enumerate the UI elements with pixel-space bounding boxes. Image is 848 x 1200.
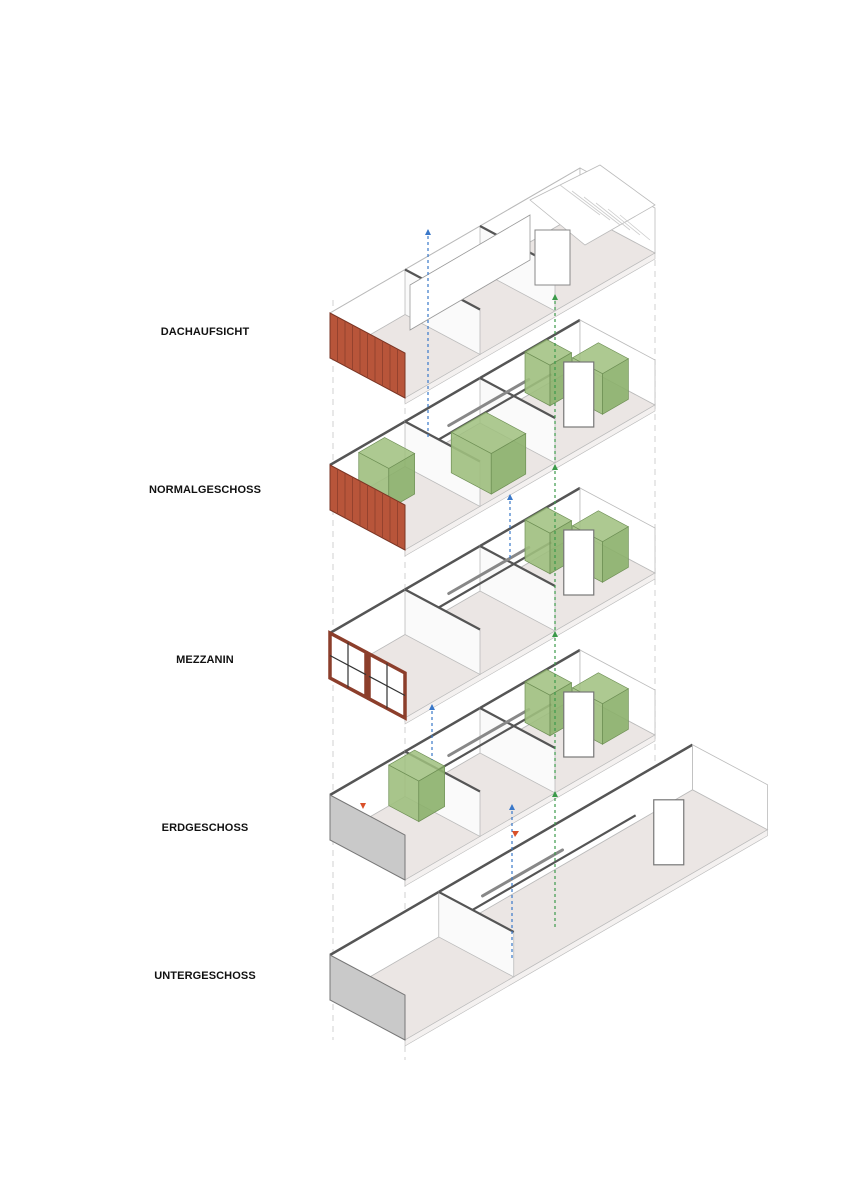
slab-edge (404, 404, 656, 557)
solar-panel-line (595, 202, 631, 231)
green-circulation-axis-arrow-up (552, 294, 558, 300)
end-wall (692, 744, 768, 831)
green-circulation-axis-arrow-up (552, 791, 558, 797)
solar-panel-line (571, 190, 611, 221)
concrete-wall (329, 954, 406, 1041)
green-volume-side (602, 688, 629, 745)
stair-shaft (563, 361, 595, 428)
blue-circulation-axis-arrow-up (429, 704, 435, 710)
partition-top-line (479, 707, 556, 749)
skylight-slot (447, 378, 531, 427)
slab-edge (404, 252, 656, 405)
solar-panel-line (607, 208, 641, 236)
level-label-normalgeschoss: NORMALGESCHOSS (148, 484, 262, 496)
green-circulation-axis-arrow-up (552, 631, 558, 637)
stair-shaft (563, 529, 595, 596)
slab-edge (404, 572, 656, 725)
concrete-wall (329, 794, 406, 881)
solar-panel-line (583, 196, 621, 226)
red-arrow-marker (512, 831, 519, 837)
level-label-untergeschoss: UNTERGESCHOSS (154, 970, 256, 982)
green-circulation-axis-arrow-up (552, 464, 558, 470)
solar-panel-line (619, 214, 651, 241)
slab-edge (404, 734, 656, 887)
partition-top-line (479, 545, 556, 587)
floor-erdgeschoss (329, 648, 656, 887)
partition-top-line (438, 890, 515, 933)
green-volume-side (388, 452, 415, 510)
green-volume-side (418, 765, 445, 823)
corridor-wall-line (471, 814, 637, 911)
wall-top-line (329, 743, 694, 957)
solar-panel-line (559, 184, 601, 216)
skylight-slot (447, 708, 531, 757)
blue-circulation-axis-arrow-up (509, 804, 515, 810)
level-label-dachaufsicht: DACHAUFSICHT (160, 326, 250, 338)
window-transom (329, 654, 367, 676)
window-transom (368, 675, 406, 697)
red-arrow-marker (360, 803, 366, 809)
level-label-mezzanin: MEZZANIN (176, 654, 234, 666)
skylight-slot (447, 546, 531, 595)
roof-structure (409, 214, 531, 331)
floor-untergeschoss (329, 743, 769, 1047)
green-volume-side (490, 432, 527, 495)
stair-shaft (563, 691, 595, 758)
green-volume-side (602, 526, 629, 583)
floor-mezzanin (328, 486, 656, 725)
slab-edge (404, 829, 768, 1047)
green-volume-side (602, 358, 629, 415)
floor-normalgeschoss (329, 318, 656, 557)
partition-top-line (479, 377, 556, 419)
stair-shaft (653, 799, 685, 866)
level-label-erdgeschoss: ERDGESCHOSS (161, 822, 249, 834)
blue-circulation-axis-arrow-up (425, 229, 431, 235)
wall-top-line (329, 167, 581, 314)
roof-access-box (534, 229, 571, 286)
blue-circulation-axis-arrow-up (507, 494, 513, 500)
partition-top-line (404, 588, 481, 631)
skylight-slot (481, 848, 564, 898)
